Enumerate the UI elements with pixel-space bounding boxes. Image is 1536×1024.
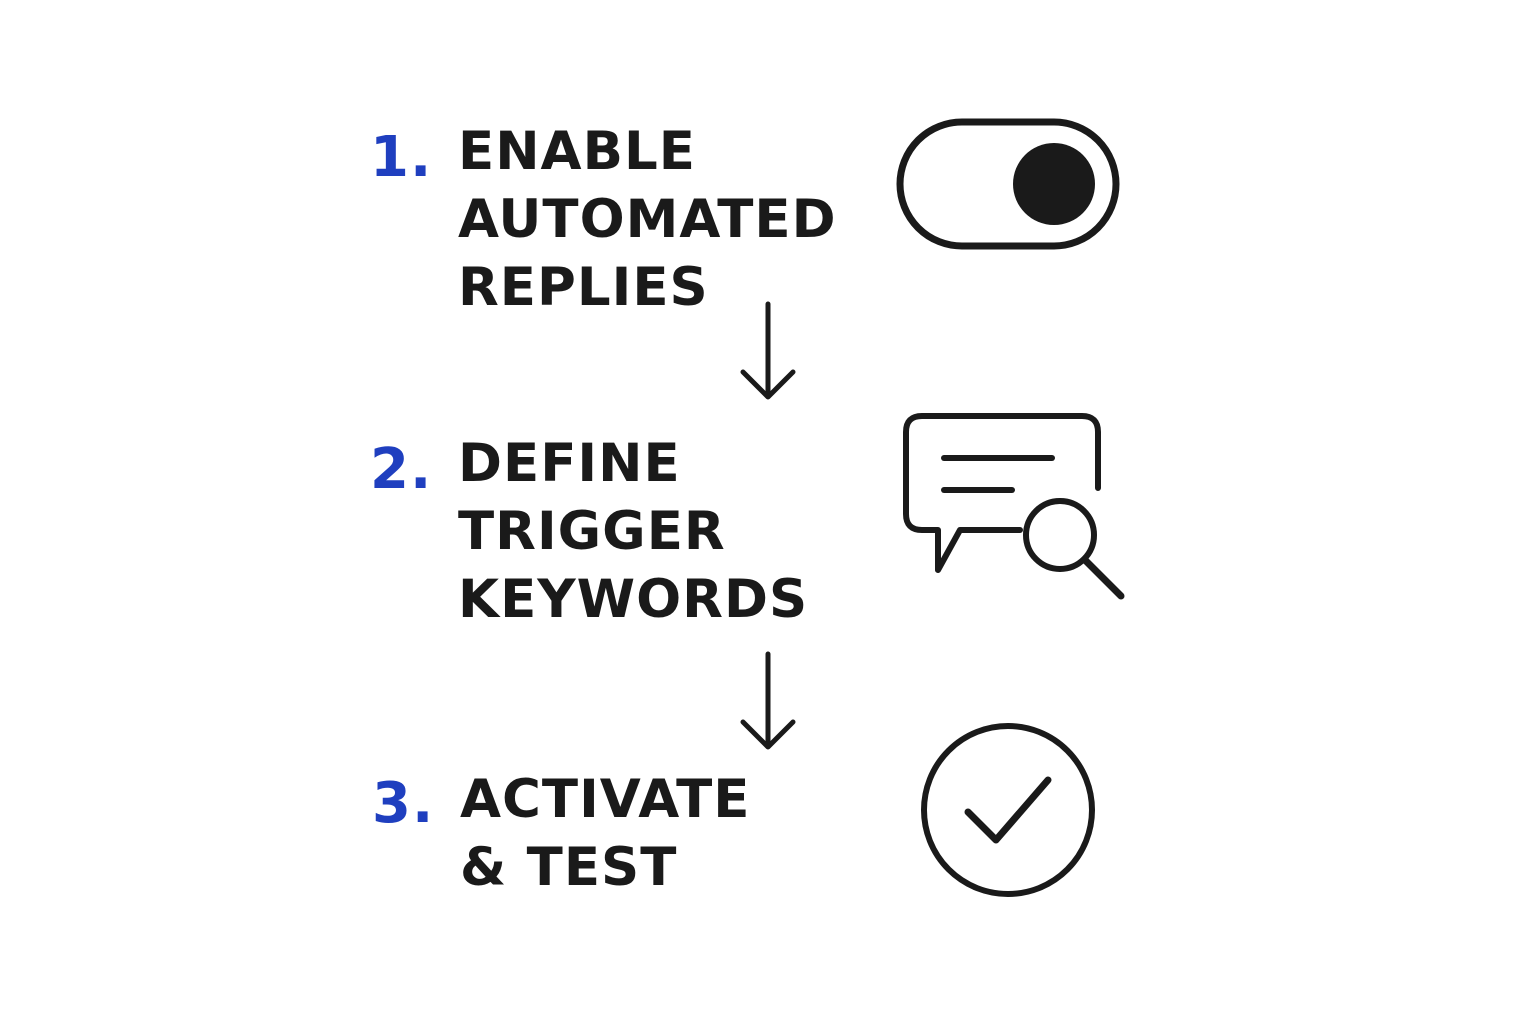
step-2-number: 2. [370, 437, 433, 502]
toggle-on-icon [896, 118, 1120, 250]
step-3-line-1: ACTIVATE [460, 769, 751, 830]
step-1-line-2: AUTOMATED [458, 189, 837, 250]
step-2-line-2: TRIGGER [458, 501, 726, 562]
arrow-down-icon [740, 651, 796, 750]
step-2-line-1: DEFINE [458, 433, 681, 494]
step-2-label: DEFINE TRIGGER KEYWORDS [458, 430, 808, 634]
step-3-label: ACTIVATE & TEST [460, 766, 750, 902]
step-2-line-3: KEYWORDS [458, 569, 809, 630]
step-1-line-3: REPLIES [458, 257, 709, 318]
step-1-label: ENABLE AUTOMATED REPLIES [458, 118, 837, 322]
step-1-number: 1. [370, 125, 433, 190]
chat-search-icon [903, 413, 1125, 600]
check-circle-icon [921, 723, 1095, 897]
step-3-line-2: & TEST [460, 837, 678, 898]
step-1-line-1: ENABLE [458, 121, 696, 182]
arrow-down-icon [740, 301, 796, 400]
step-3-number: 3. [372, 771, 435, 836]
